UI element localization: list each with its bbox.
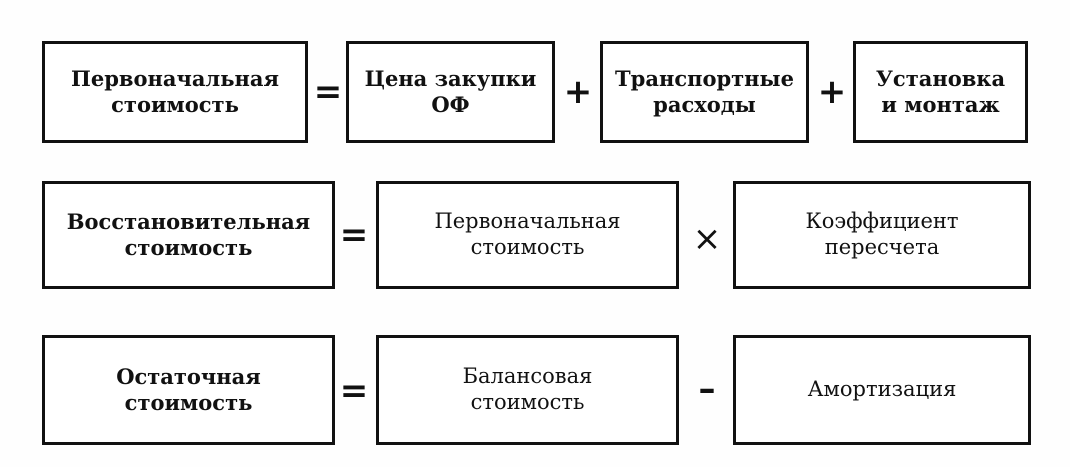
initial-cost-term-label: Первоначальная стоимость [434,209,621,259]
equals-sign: = [339,371,369,411]
book-value-box: Балансовая стоимость [376,335,679,445]
book-value-label: Балансовая стоимость [462,364,593,414]
equals-sign: = [313,72,343,112]
installation-label: Установка и монтаж [875,66,1006,117]
initial-cost-box: Первоначальная стоимость [42,41,308,143]
replacement-cost-label: Восстановительная стоимость [66,209,311,260]
multiply-sign: × [692,219,722,259]
residual-cost-box: Остаточная стоимость [42,335,335,445]
minus-sign: – [698,369,716,409]
depreciation-label: Амортизация [807,377,957,402]
equals-sign: = [339,215,369,255]
plus-sign: + [563,72,593,112]
purchase-price-box: Цена закупки ОФ [346,41,555,143]
conversion-factor-box: Коэффициент пересчета [733,181,1031,289]
transport-costs-box: Транспортные расходы [600,41,809,143]
installation-box: Установка и монтаж [853,41,1028,143]
conversion-factor-label: Коэффициент пересчета [805,209,959,259]
replacement-cost-box: Восстановительная стоимость [42,181,335,289]
initial-cost-label: Первоначальная стоимость [71,66,279,117]
depreciation-box: Амортизация [733,335,1031,445]
transport-costs-label: Транспортные расходы [615,66,794,117]
residual-cost-label: Остаточная стоимость [116,364,261,415]
initial-cost-term-box: Первоначальная стоимость [376,181,679,289]
plus-sign: + [817,72,847,112]
purchase-price-label: Цена закупки ОФ [364,66,537,117]
